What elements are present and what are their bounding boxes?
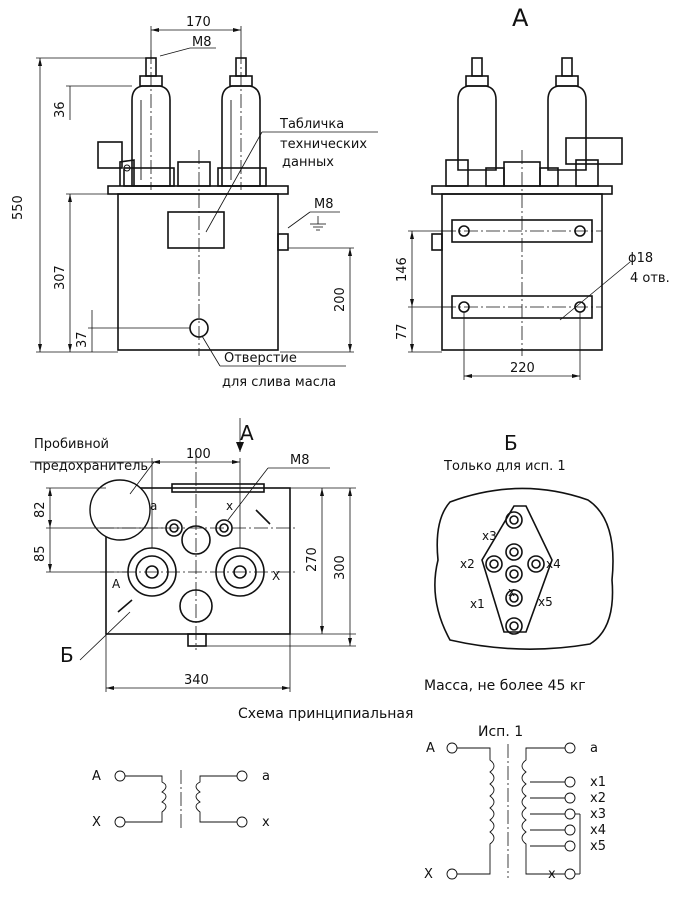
scheme-basic: A X a x	[92, 769, 270, 830]
dim-77: 77	[395, 323, 410, 340]
isp1-x3: x3	[590, 807, 606, 822]
ground-bolt	[277, 233, 289, 251]
terminal-board	[481, 505, 553, 633]
dim-85: 85	[33, 545, 48, 562]
scheme-isp1: Исп. 1 A X a x1 x2 x3	[424, 724, 606, 882]
dim-d18: ϕ18	[628, 251, 653, 266]
dim-holes: 4 отв.	[630, 271, 670, 286]
dim-170: 170	[186, 15, 211, 30]
section-b-label: Б	[60, 643, 74, 667]
front-center-cap	[177, 161, 211, 187]
detail-b: Б Только для исп. 1 x3 x2 x4 x1 x5 x Мас…	[424, 431, 614, 694]
fuse-label-2: предохранитель	[34, 459, 148, 474]
plan-view: А a x A X 100	[30, 418, 356, 692]
dim-220: 220	[510, 361, 535, 376]
dim-200: 200	[333, 287, 348, 312]
isp1-X: X	[424, 867, 433, 882]
isp1-a: a	[590, 741, 598, 756]
detail-x: x	[508, 585, 515, 599]
dim-100: 100	[186, 447, 211, 462]
plan-term-a: a	[150, 499, 157, 513]
detail-x1: x1	[470, 597, 485, 611]
detail-x5: x5	[538, 595, 553, 609]
dim-550: 550	[11, 195, 26, 220]
isp1-x5: x5	[590, 839, 606, 854]
plan-term-x: x	[226, 499, 233, 513]
fuse-label-1: Пробивной	[34, 437, 109, 452]
front-side-box	[97, 141, 123, 169]
dim-307: 307	[53, 265, 68, 290]
only-isp1: Только для исп. 1	[443, 459, 566, 474]
schema-title: Схема принципиальная	[238, 706, 413, 722]
detail-x4: x4	[546, 557, 561, 571]
basic-x: x	[262, 815, 270, 830]
dim-82: 82	[33, 501, 48, 518]
fuse	[89, 479, 151, 541]
isp1-x2: x2	[590, 791, 606, 806]
dim-146: 146	[395, 257, 410, 282]
isp1-x4: x4	[590, 823, 606, 838]
isp1-x1: x1	[590, 775, 606, 790]
dim-270: 270	[305, 547, 320, 572]
dim-m8-plan: M8	[290, 453, 310, 468]
schematic: Схема принципиальная A X a x Исп. 1 A X	[92, 706, 606, 882]
basic-X: X	[92, 815, 101, 830]
terminal-nuts	[485, 511, 545, 635]
view-a: А 146	[395, 4, 670, 380]
front-tank	[117, 193, 279, 351]
detail-x2: x2	[460, 557, 475, 571]
drain-label-2: для слива масла	[222, 375, 336, 390]
basic-A: A	[92, 769, 101, 784]
isp1-A: A	[426, 741, 435, 756]
isp1-label: Исп. 1	[478, 724, 523, 740]
detail-b-label: Б	[504, 431, 518, 455]
plate-label-3: данных	[282, 155, 334, 170]
detail-x3: x3	[482, 529, 497, 543]
plan-term-X: X	[272, 569, 280, 583]
dim-m8-top: M8	[192, 35, 212, 50]
dim-36: 36	[53, 101, 68, 118]
plan-term-A: A	[112, 577, 121, 591]
drain-label-1: Отверстие	[224, 351, 297, 366]
nameplate	[167, 211, 225, 249]
mass-label: Масса, не более 45 кг	[424, 678, 586, 694]
dim-340: 340	[184, 673, 209, 688]
basic-a: a	[262, 769, 270, 784]
isp1-x: x	[548, 867, 556, 882]
front-view: 170 M8 550 307 36 37 200 M8	[11, 15, 378, 390]
dim-m8-ground: M8	[314, 197, 334, 212]
plate-label-2: технических	[280, 137, 367, 152]
dim-37: 37	[75, 331, 90, 348]
view-a-label: А	[512, 4, 529, 32]
detail-b-outline	[434, 487, 614, 650]
plate-label-1: Табличка	[279, 117, 344, 132]
section-a-label: А	[240, 421, 254, 445]
front-lid	[107, 185, 289, 195]
dim-300: 300	[333, 555, 348, 580]
